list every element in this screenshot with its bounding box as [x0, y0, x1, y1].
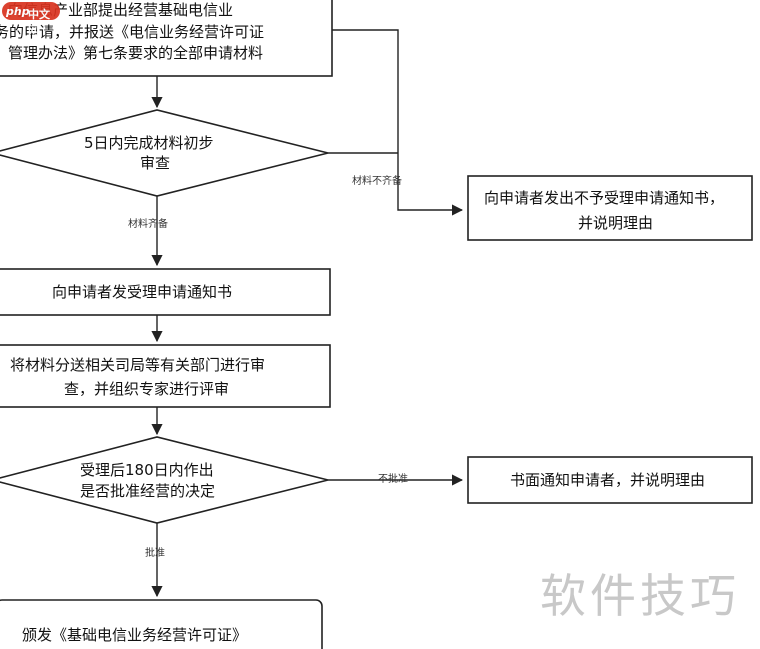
- label-incomplete: 材料不齐备: [352, 174, 402, 187]
- watermark-bottom-text: 软件技巧: [540, 569, 740, 623]
- forward-text-1: 将材料分送相关司局等有关部门进行审: [10, 356, 265, 374]
- watermark-logo: php 中文网: [2, 2, 60, 37]
- label-not-approved: 不批准: [378, 472, 408, 485]
- label-complete: 材料齐备: [128, 217, 168, 230]
- review-text-1: 5日内完成材料初步: [84, 134, 214, 152]
- decision-text-1: 受理后180日内作出: [80, 461, 214, 479]
- submit-text-2: 务的申请，并报送《电信业务经营许可证: [0, 23, 264, 41]
- review-text-2: 审查: [140, 154, 170, 172]
- notify-box: [467, 456, 753, 504]
- review-diamond: [0, 109, 329, 197]
- watermark-logo-text: php: [6, 5, 30, 18]
- license-box: [0, 599, 323, 649]
- reject-text-2: 并说明理由: [578, 214, 653, 232]
- decision-diamond: [0, 436, 329, 524]
- license-text: 颁发《基础电信业务经营许可证》: [22, 626, 247, 644]
- watermark-site-text: 中文网: [28, 8, 50, 37]
- edge-incomplete: [332, 29, 464, 216]
- accept-text: 向申请者发受理申请通知书: [52, 283, 232, 301]
- notify-text: 书面通知申请者，并说明理由: [510, 471, 705, 489]
- submit-text-1: 向信息产业部提出经营基础电信业: [8, 1, 233, 19]
- label-approved: 批准: [145, 546, 165, 559]
- reject-box: [467, 175, 753, 241]
- decision-text-2: 是否批准经营的决定: [80, 482, 215, 500]
- forward-text-2: 查，并组织专家进行评审: [64, 380, 229, 398]
- forward-box: [0, 344, 331, 408]
- accept-box: [0, 268, 331, 316]
- submit-text-3: 管理办法》第七条要求的全部申请材料: [8, 44, 263, 62]
- reject-text-1: 向申请者发出不予受理申请通知书，: [484, 189, 724, 207]
